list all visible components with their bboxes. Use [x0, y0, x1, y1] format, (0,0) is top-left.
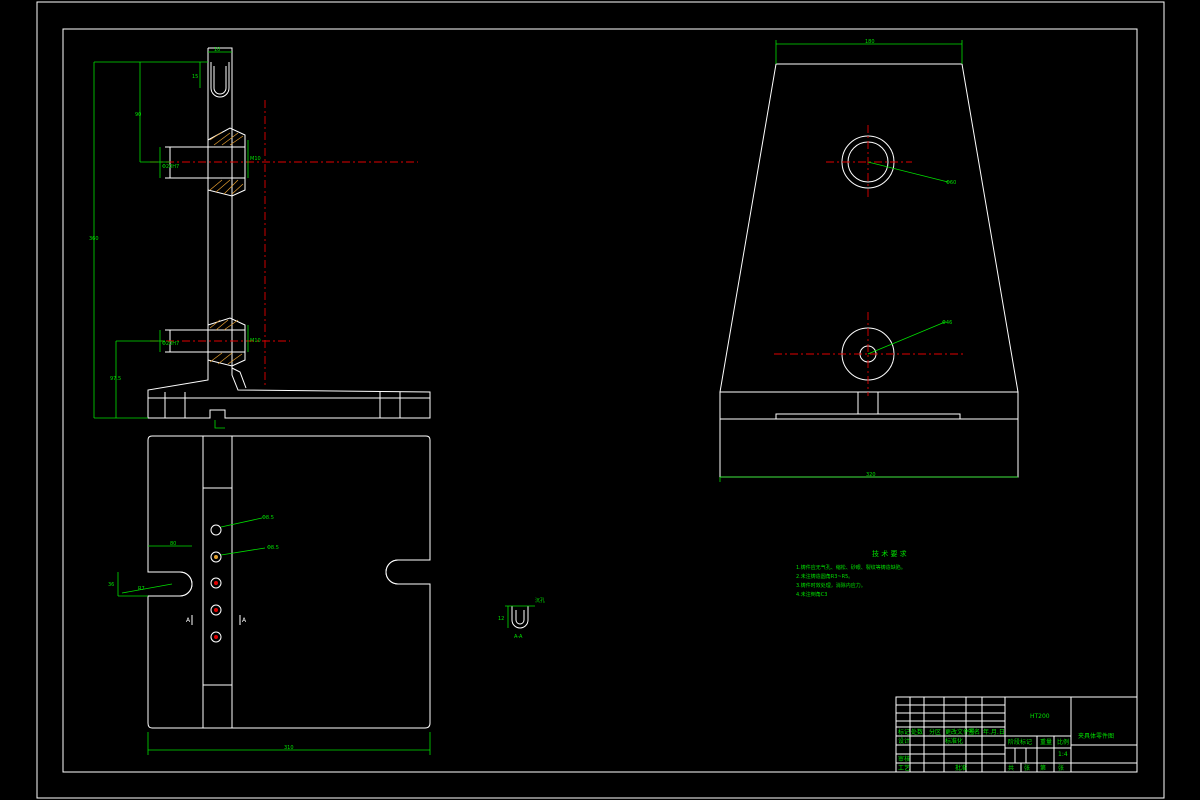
hole-center-2 — [214, 555, 218, 559]
header-cell-2: 分区 — [929, 728, 941, 736]
hole-center-5 — [214, 635, 218, 639]
side-trapezoid — [719, 63, 1019, 393]
cell-sheet-b: 张 — [1058, 764, 1064, 772]
detail-slot — [511, 606, 529, 629]
top-view: Φ8.5 Φ8.5 80 36 R7 310 A A — [108, 435, 431, 755]
top-outline — [147, 435, 431, 729]
dim-top-width: 10 — [214, 47, 220, 53]
dim-upper-thread: M10 — [250, 156, 261, 162]
front-view: 10 15 90 360 97.5 Φ20H7 M10 Φ20H7 M10 — [89, 47, 431, 429]
hole-2 — [210, 551, 222, 563]
cell-total: 共 — [1008, 764, 1014, 772]
lower-boss — [207, 317, 246, 367]
top-slot-inner — [213, 66, 227, 95]
dim-lower-height: 97.5 — [110, 376, 121, 382]
datum-mark — [214, 420, 225, 429]
header-cell-5: 年.月.日 — [983, 728, 1005, 736]
hole-center-4 — [214, 608, 218, 612]
dim-slot-length: 80 — [170, 541, 176, 547]
scale: 1:4 — [1058, 751, 1068, 758]
notes-title: 技 术 要 求 — [872, 549, 907, 558]
upper-hatch — [209, 131, 244, 195]
hole-center-3 — [214, 581, 218, 585]
side-base-recess — [775, 413, 961, 419]
inner-border — [62, 28, 1138, 773]
note-4: 4.未注倒角C3 — [796, 591, 827, 598]
hole-1 — [210, 524, 222, 536]
row-label-3: 工艺 — [898, 764, 910, 772]
drawing-title: 夹具体零件图 — [1078, 732, 1114, 740]
header-cell-4: 签名 — [968, 728, 980, 736]
detail-slot-inner — [515, 610, 525, 625]
detail-view: 12 沉孔 A-A — [498, 597, 545, 640]
side-dim-upper-hole: Φ60 — [946, 180, 956, 186]
note-3: 3.铸件时效处理，消除内应力。 — [796, 582, 866, 589]
section-mark-right: A — [242, 617, 247, 624]
detail-note: 沉孔 — [535, 597, 545, 604]
side-dim-top: 180 — [865, 39, 875, 45]
side-base-lower — [719, 418, 1019, 478]
label-hole-2: Φ8.5 — [267, 545, 279, 551]
right-slot — [385, 559, 430, 585]
title-block: HT200 夹具体零件图 1:4 标记 处数 分区 更改文件号 签名 年.月.日… — [895, 696, 1138, 773]
header-cell-3: 更改文件号 — [945, 728, 975, 736]
side-dim-base: 320 — [866, 472, 876, 478]
top-slot — [210, 62, 230, 98]
dim-total-height: 360 — [89, 236, 99, 242]
cell-stage: 阶段标记 — [1008, 738, 1032, 746]
cell-sheet-a: 张 — [1024, 764, 1030, 772]
row-label-0: 设计 — [898, 737, 910, 745]
row-label-2: 审核 — [898, 755, 910, 763]
hole-5 — [210, 631, 222, 643]
upper-boss — [207, 127, 246, 197]
dim-lower-bore: Φ20H7 — [162, 341, 179, 347]
header-cell-1: 处数 — [911, 728, 923, 736]
front-outline — [147, 47, 431, 419]
label-hole-1: Φ8.5 — [262, 515, 274, 521]
detail-dim: 12 — [498, 616, 504, 622]
note-2: 2.未注铸造圆角R3~R5。 — [796, 573, 853, 580]
dim-upper-offset: 90 — [135, 112, 141, 118]
side-view: 180 Φ60 Φ46 320 — [719, 39, 1019, 482]
cell-weight: 重量 — [1040, 738, 1052, 746]
dim-base-width: 310 — [284, 745, 294, 751]
header-cell-0: 标记 — [898, 728, 910, 736]
rib — [231, 367, 247, 389]
section-mark-left: A — [186, 617, 191, 624]
row-label-1: 标准化 — [945, 737, 963, 745]
cell-ratio: 比例 — [1057, 738, 1069, 746]
material: HT200 — [1030, 713, 1050, 720]
dim-slot-radius: R7 — [138, 586, 145, 592]
left-slot — [148, 571, 193, 597]
hole-3 — [210, 577, 222, 589]
outer-border — [36, 1, 1165, 799]
cell-approve: 批准 — [955, 764, 967, 772]
dim-slot-height: 15 — [192, 74, 198, 80]
dim-upper-bore: Φ20H7 — [162, 164, 179, 170]
hole-4 — [210, 604, 222, 616]
side-base — [719, 391, 1019, 420]
side-dim-lower-hole: Φ46 — [942, 320, 952, 326]
lower-hatch — [209, 319, 243, 365]
detail-label: A-A — [514, 634, 523, 640]
dim-slot-width: 36 — [108, 582, 114, 588]
dim-lower-thread: M10 — [250, 338, 261, 344]
base-counterbores — [164, 392, 401, 418]
cell-no: 第 — [1040, 764, 1046, 772]
note-1: 1.铸件应无气孔、缩松、砂眼、裂纹等铸造缺陷。 — [796, 564, 906, 571]
tech-notes: 技 术 要 求 1.铸件应无气孔、缩松、砂眼、裂纹等铸造缺陷。 2.未注铸造圆角… — [796, 549, 907, 598]
